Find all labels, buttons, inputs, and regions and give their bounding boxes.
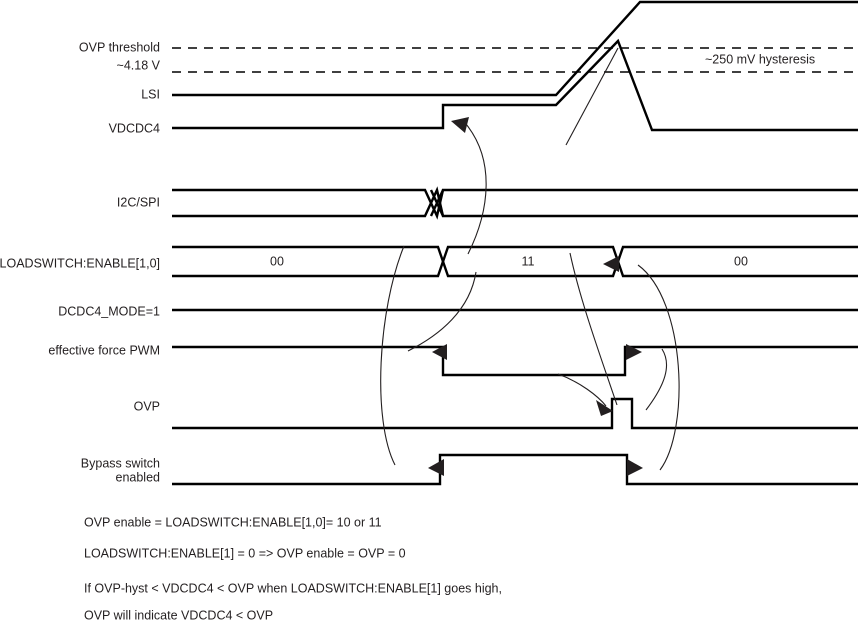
label-ovp-threshold-line1: OVP threshold bbox=[79, 40, 160, 54]
arrow-curve-loadswitch-to-pwm bbox=[407, 271, 477, 352]
bus-value-loadswitch-1: 11 bbox=[522, 254, 535, 268]
waveform-ovp bbox=[172, 397, 858, 430]
label-dcdc4-mode: DCDC4_MODE=1 bbox=[58, 304, 160, 318]
label-vdcdc4: VDCDC4 bbox=[109, 121, 160, 135]
label-lsi: LSI bbox=[141, 87, 160, 101]
arrow-curve-into-ovp-left bbox=[557, 373, 607, 407]
arrow-curve-ovp-to-bypass-fall bbox=[637, 264, 680, 471]
bus-value-loadswitch-0: 00 bbox=[270, 254, 284, 268]
arrow-head-loadswitch-fall bbox=[603, 256, 619, 272]
label-i2c-spi: I2C/SPI bbox=[117, 195, 160, 209]
note-line-1: LOADSWITCH:ENABLE[1] = 0 => OVP enable =… bbox=[84, 546, 406, 560]
bus-value-loadswitch-2: 00 bbox=[734, 254, 748, 268]
waveform-bypass-switch bbox=[172, 453, 858, 486]
annotation-hysteresis: ~250 mV hysteresis bbox=[705, 52, 815, 66]
label-bypass-switch-line2: enabled bbox=[116, 470, 161, 484]
arrow-head-bypass-rise bbox=[428, 459, 444, 476]
waveform-i2c-spi-bottom bbox=[172, 186, 858, 218]
arrow-curve-ovp-to-loadswitch bbox=[569, 252, 618, 406]
label-loadswitch-enable: LOADSWITCH:ENABLE[1,0] bbox=[0, 256, 160, 270]
arrow-curve-loadswitch-to-bypass bbox=[380, 245, 405, 466]
waveform-loadswitch-top bbox=[172, 245, 858, 278]
label-effective-force-pwm: effective force PWM bbox=[48, 343, 160, 357]
vdcdc4-trip-reference-line bbox=[565, 47, 619, 146]
arrow-head-ovp-left bbox=[596, 400, 613, 416]
arrow-curve-ovp-to-pwm-rise bbox=[645, 348, 668, 411]
label-ovp: OVP bbox=[134, 399, 160, 413]
waveform-lsi bbox=[172, 0, 858, 97]
note-line-0: OVP enable = LOADSWITCH:ENABLE[1,0]= 10 … bbox=[84, 515, 382, 529]
waveform-effective-force-pwm bbox=[172, 345, 858, 377]
waveform-i2c-spi-top bbox=[172, 188, 858, 220]
label-ovp-threshold-line2: ~4.18 V bbox=[117, 58, 161, 72]
arrow-head-bypass-fall bbox=[627, 459, 643, 476]
waveform-i2c-spi-cross bbox=[429, 189, 445, 217]
arrow-head-vdcdc4-step bbox=[451, 117, 469, 133]
arrow-curve-loadswitch-to-vdcdc4 bbox=[465, 123, 487, 255]
arrow-head-pwm-fall bbox=[432, 344, 447, 360]
note-line-3: OVP will indicate VDCDC4 < OVP bbox=[84, 608, 273, 622]
label-bypass-switch-line1: Bypass switch bbox=[81, 456, 160, 470]
arrow-head-pwm-rise bbox=[626, 344, 642, 360]
waveform-vdcdc4 bbox=[172, 38, 858, 132]
note-line-2: If OVP-hyst < VDCDC4 < OVP when LOADSWIT… bbox=[84, 581, 502, 595]
